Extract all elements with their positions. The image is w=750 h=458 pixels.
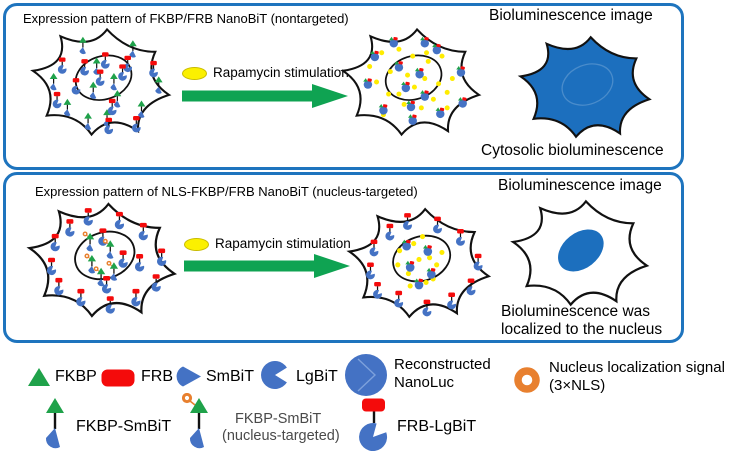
stimulation-arrow-bottom [184, 254, 350, 278]
faint-nucleus-outline [561, 63, 614, 106]
fkbp-icon [28, 368, 50, 386]
frb-label: FRB [141, 368, 173, 385]
glowing-nucleus-shape [558, 229, 604, 272]
rapamycin-icon [182, 67, 207, 80]
nls-label-line1: Nucleus localization signal [549, 359, 725, 376]
rapamycin-label-bottom: Rapamycin stimulation [215, 236, 351, 251]
fkbp-smbit-icon [45, 398, 64, 449]
panel-nontargeted-title: Expression pattern of FKBP/FRB NanoBiT (… [23, 11, 349, 26]
bioluminescence-title-top: Bioluminescence image [489, 7, 653, 24]
nls-icon [514, 367, 540, 393]
bioluminescence-image-cytosolic [519, 36, 651, 138]
cell-targeted-after [348, 208, 490, 318]
rapamycin-icon [184, 238, 209, 251]
fkbp-label: FKBP [55, 368, 97, 385]
legend: FKBP FRB SmBiT LgBiT Reconstructed NanoL… [0, 345, 750, 458]
smbit-icon [176, 366, 201, 387]
lgbit-label: LgBiT [296, 368, 338, 385]
nanoluc-label-line2: NanoLuc [394, 374, 455, 391]
cell-nontargeted-before [31, 28, 171, 136]
panel-nucleus-targeted-title: Expression pattern of NLS-FKBP/FRB NanoB… [35, 184, 418, 199]
stimulation-arrow-top [182, 84, 348, 108]
cell-nontargeted-after [341, 28, 481, 136]
nuclear-caption-line1: Bioluminescence was [501, 303, 651, 320]
rapamycin-label-top: Rapamycin stimulation [213, 65, 349, 80]
fkbp-smbit-nls-label-line2: (nucleus-targeted) [222, 428, 340, 444]
nucleus-outline [384, 54, 443, 101]
fkbp-smbit-nls-icon [182, 393, 208, 449]
nanoluc-label-line1: Reconstructed [394, 356, 491, 373]
nucleus-outline [392, 234, 452, 283]
frb-lgbit-icon [359, 398, 388, 452]
frb-icon [101, 369, 135, 387]
frb-lgbit-label: FRB-LgBiT [397, 418, 477, 435]
smbit-label: SmBiT [206, 368, 254, 385]
lgbit-icon [261, 361, 287, 389]
fkbp-smbit-label: FKBP-SmBiT [76, 418, 172, 435]
cell-targeted-before [28, 202, 176, 318]
bioluminescence-image-nuclear [512, 200, 648, 306]
fkbp-smbit-nls-label-line1: FKBP-SmBiT [235, 411, 322, 427]
glowing-cell-shape [519, 36, 651, 138]
bioluminescence-title-bottom: Bioluminescence image [498, 177, 662, 194]
nls-label-line2: (3×NLS) [549, 377, 606, 394]
cytosolic-caption: Cytosolic bioluminescence [481, 142, 664, 159]
reconstructed-nanoluc-icon [345, 354, 387, 396]
nuclear-caption-line2: localized to the nucleus [501, 321, 663, 338]
